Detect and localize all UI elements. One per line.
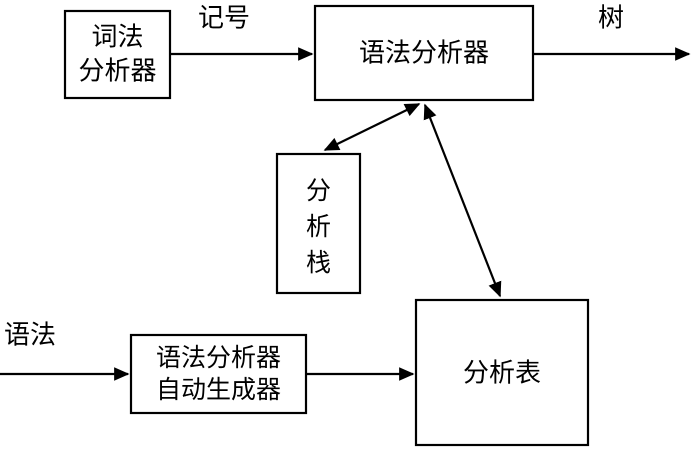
node-parser-generator-label-line2: 自动生成器 <box>156 375 281 404</box>
node-syntax-analyzer[interactable]: 语法分析器 <box>313 4 535 102</box>
node-lexical-analyzer-label-line1: 词法 <box>91 23 143 53</box>
edge-syntax-to-parse-stack <box>323 103 421 151</box>
node-parser-generator[interactable]: 语法分析器 自动生成器 <box>129 333 308 415</box>
edge-label-tree: 树 <box>598 4 624 34</box>
node-syntax-analyzer-label: 语法分析器 <box>359 39 489 69</box>
node-parse-table[interactable]: 分析表 <box>414 298 590 447</box>
edge-label-grammar: 语法 <box>4 321 56 351</box>
node-parse-stack-label-line1: 分 <box>306 176 331 205</box>
edge-layer <box>0 47 691 381</box>
edge-label-layer: 记号 树 语法 <box>4 4 624 351</box>
node-lexical-analyzer-label-line2: 分析器 <box>78 57 156 87</box>
edge-syntax-to-parse-table <box>423 103 502 298</box>
node-lexical-analyzer[interactable]: 词法 分析器 <box>63 9 172 100</box>
node-parse-stack-label-line3: 栈 <box>306 248 331 277</box>
node-parse-table-label: 分析表 <box>463 359 541 389</box>
edge-label-token: 记号 <box>198 4 250 34</box>
node-parser-generator-label-line1: 语法分析器 <box>156 343 281 372</box>
node-layer: 词法 分析器 语法分析器 分 析 栈 语法分析器 自动生成器 <box>63 4 590 447</box>
node-parse-stack[interactable]: 分 析 栈 <box>275 152 362 295</box>
node-parse-stack-label-line2: 析 <box>306 212 331 241</box>
